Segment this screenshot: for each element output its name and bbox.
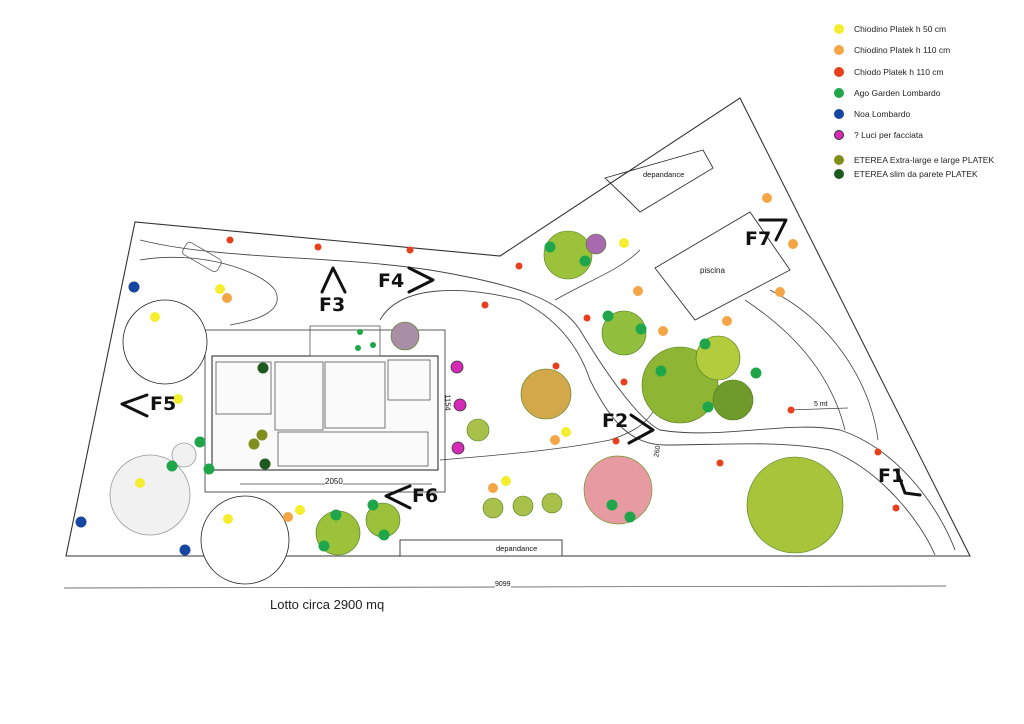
fixtures-ago-garden xyxy=(166,241,762,552)
legend-swatch xyxy=(834,88,844,98)
legend-swatch xyxy=(834,169,844,179)
dependance-bottom-label: depandance xyxy=(496,544,538,553)
house-room xyxy=(274,361,324,431)
upper-path xyxy=(554,249,641,301)
legend-swatch xyxy=(834,130,844,140)
legend-label: Chiodino Platek h 110 cm xyxy=(854,45,951,55)
driveway-inner xyxy=(379,290,936,556)
east-path xyxy=(744,289,879,441)
tree-canopy-bare xyxy=(122,299,290,585)
house-width-dimension: 2050 xyxy=(325,477,343,486)
view-label-f3: F3 xyxy=(319,294,346,316)
view-label-f4: F4 xyxy=(378,270,405,292)
dependance-top-outline xyxy=(604,149,714,213)
legend-swatch xyxy=(834,109,844,119)
view-label-f2: F2 xyxy=(602,410,629,432)
dependance-bottom-outline xyxy=(399,539,563,557)
legend-label: ? Luci per facciata xyxy=(854,130,923,140)
view-label-f5: F5 xyxy=(150,393,177,415)
house-room xyxy=(215,361,272,415)
house-room xyxy=(324,361,386,429)
lot-width-dimension: 9099 xyxy=(495,581,511,588)
house-room xyxy=(277,431,429,467)
tree-canopy-pink xyxy=(583,455,653,525)
fixtures-eterea-large xyxy=(248,429,268,450)
lot-boundary xyxy=(65,97,971,557)
tree-canopy-grey xyxy=(109,442,197,536)
house-room xyxy=(387,359,431,401)
legend-label: Noa Lombardo xyxy=(854,109,911,119)
car xyxy=(182,242,222,272)
legend-swatch xyxy=(834,45,844,55)
view-label-f7: F7 xyxy=(745,228,772,250)
legend-swatch xyxy=(834,24,844,34)
fixtures-chiodino-110 xyxy=(222,193,798,522)
legend-label: Ago Garden Lombardo xyxy=(854,88,941,98)
road-width-dimension: 5 mt xyxy=(814,401,828,408)
legend-swatch xyxy=(834,155,844,165)
fixtures-noa xyxy=(75,281,191,556)
house-yard xyxy=(204,329,446,493)
view-label-f6: F6 xyxy=(412,485,439,507)
tree-canopy-green xyxy=(315,230,844,556)
fixtures-chiodo-110 xyxy=(226,236,900,512)
fixtures-chiodino-50 xyxy=(135,238,629,524)
view-label-f1: F1 xyxy=(878,465,905,487)
legend-swatch xyxy=(834,67,844,77)
house-porch xyxy=(309,325,381,357)
legend-label: ETEREA slim da parete PLATEK xyxy=(854,169,978,179)
fixtures-eterea-slim xyxy=(257,362,271,470)
pool-outline xyxy=(654,211,791,321)
road-width-dimension-line xyxy=(787,407,849,411)
legend-label: Chiodo Platek h 110 cm xyxy=(854,67,944,77)
parking-curve xyxy=(139,257,278,326)
legend-label: Chiodino Platek h 50 cm xyxy=(854,24,947,34)
view-arrows xyxy=(120,218,922,510)
pool-label: piscina xyxy=(700,266,725,275)
garden-path xyxy=(439,399,661,461)
legend-label: ETEREA Extra-large e large PLATEK xyxy=(854,155,995,165)
dependance-top-label: depandance xyxy=(643,170,685,179)
fixtures-facade-lights xyxy=(450,360,467,455)
house-depth-dimension: 1154 xyxy=(443,394,453,411)
driveway xyxy=(139,239,956,551)
lot-area-caption: Lotto circa 2900 mq xyxy=(270,597,385,612)
